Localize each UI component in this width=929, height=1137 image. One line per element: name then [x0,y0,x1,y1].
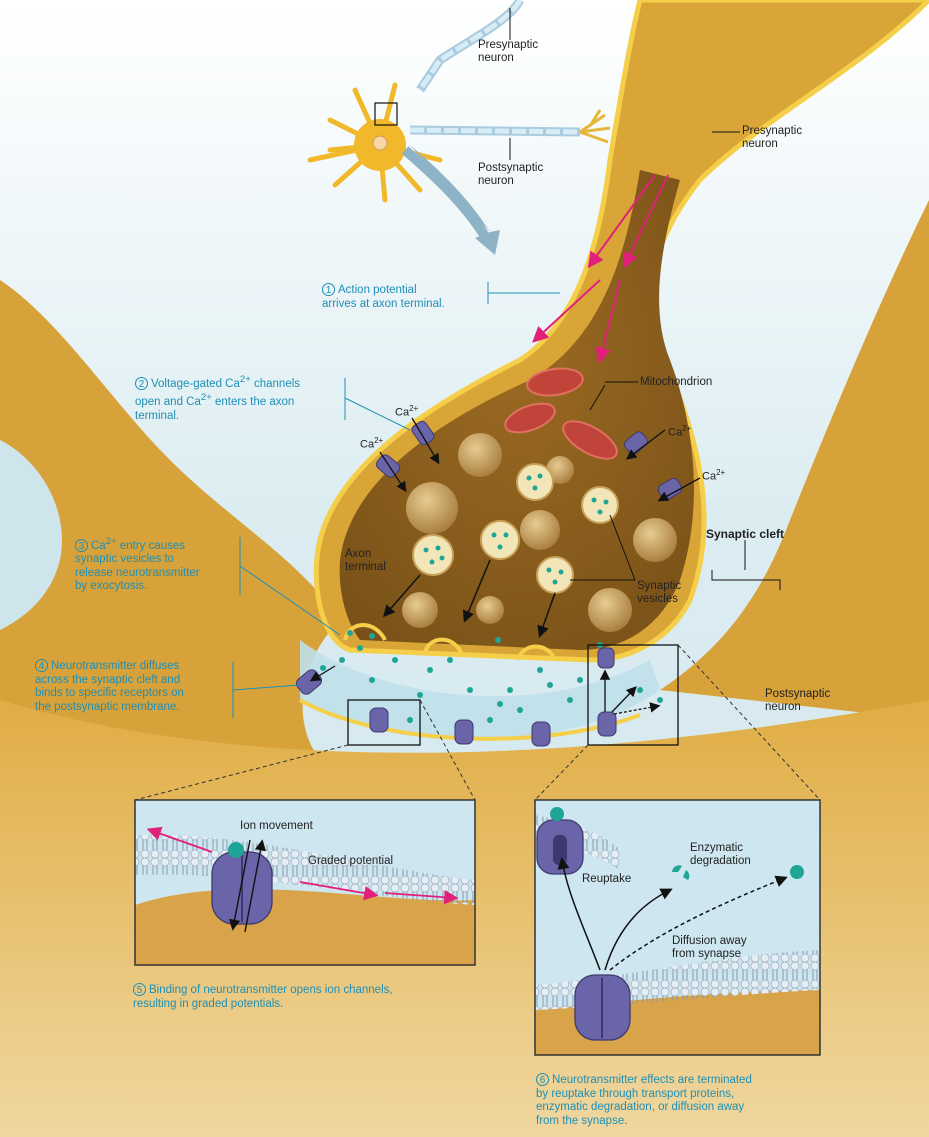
ion-label-ca-4: Ca2+ [702,468,726,483]
label-synaptic-cleft: Synaptic cleft [706,527,785,541]
label-reuptake: Reuptake [582,873,632,885]
label-enzymatic-degradation: Enzymatic degradation [690,842,751,867]
label-synaptic-vesicles: Synaptic vesicles [637,580,682,605]
label-graded-potential: Graded potential [308,855,394,867]
label-axon-terminal: Axon terminal [345,548,386,573]
label-ion-movement: Ion movement [240,820,313,832]
label-presynaptic-neuron-small: Presynaptic neuron [478,39,539,64]
label-mitochondrion: Mitochondrion [640,376,713,388]
label-diffusion-away: Diffusion away from synapse [672,935,747,960]
ion-label-ca-2: Ca2+ [360,436,384,451]
label-presynaptic-neuron: Presynaptic neuron [742,125,803,150]
label-postsynaptic-neuron-small: Postsynaptic neuron [478,162,544,187]
label-postsynaptic-neuron: Postsynaptic neuron [765,688,831,713]
ion-label-ca-3: Ca2+ [668,424,692,439]
ion-label-ca-1: Ca2+ [395,404,419,419]
